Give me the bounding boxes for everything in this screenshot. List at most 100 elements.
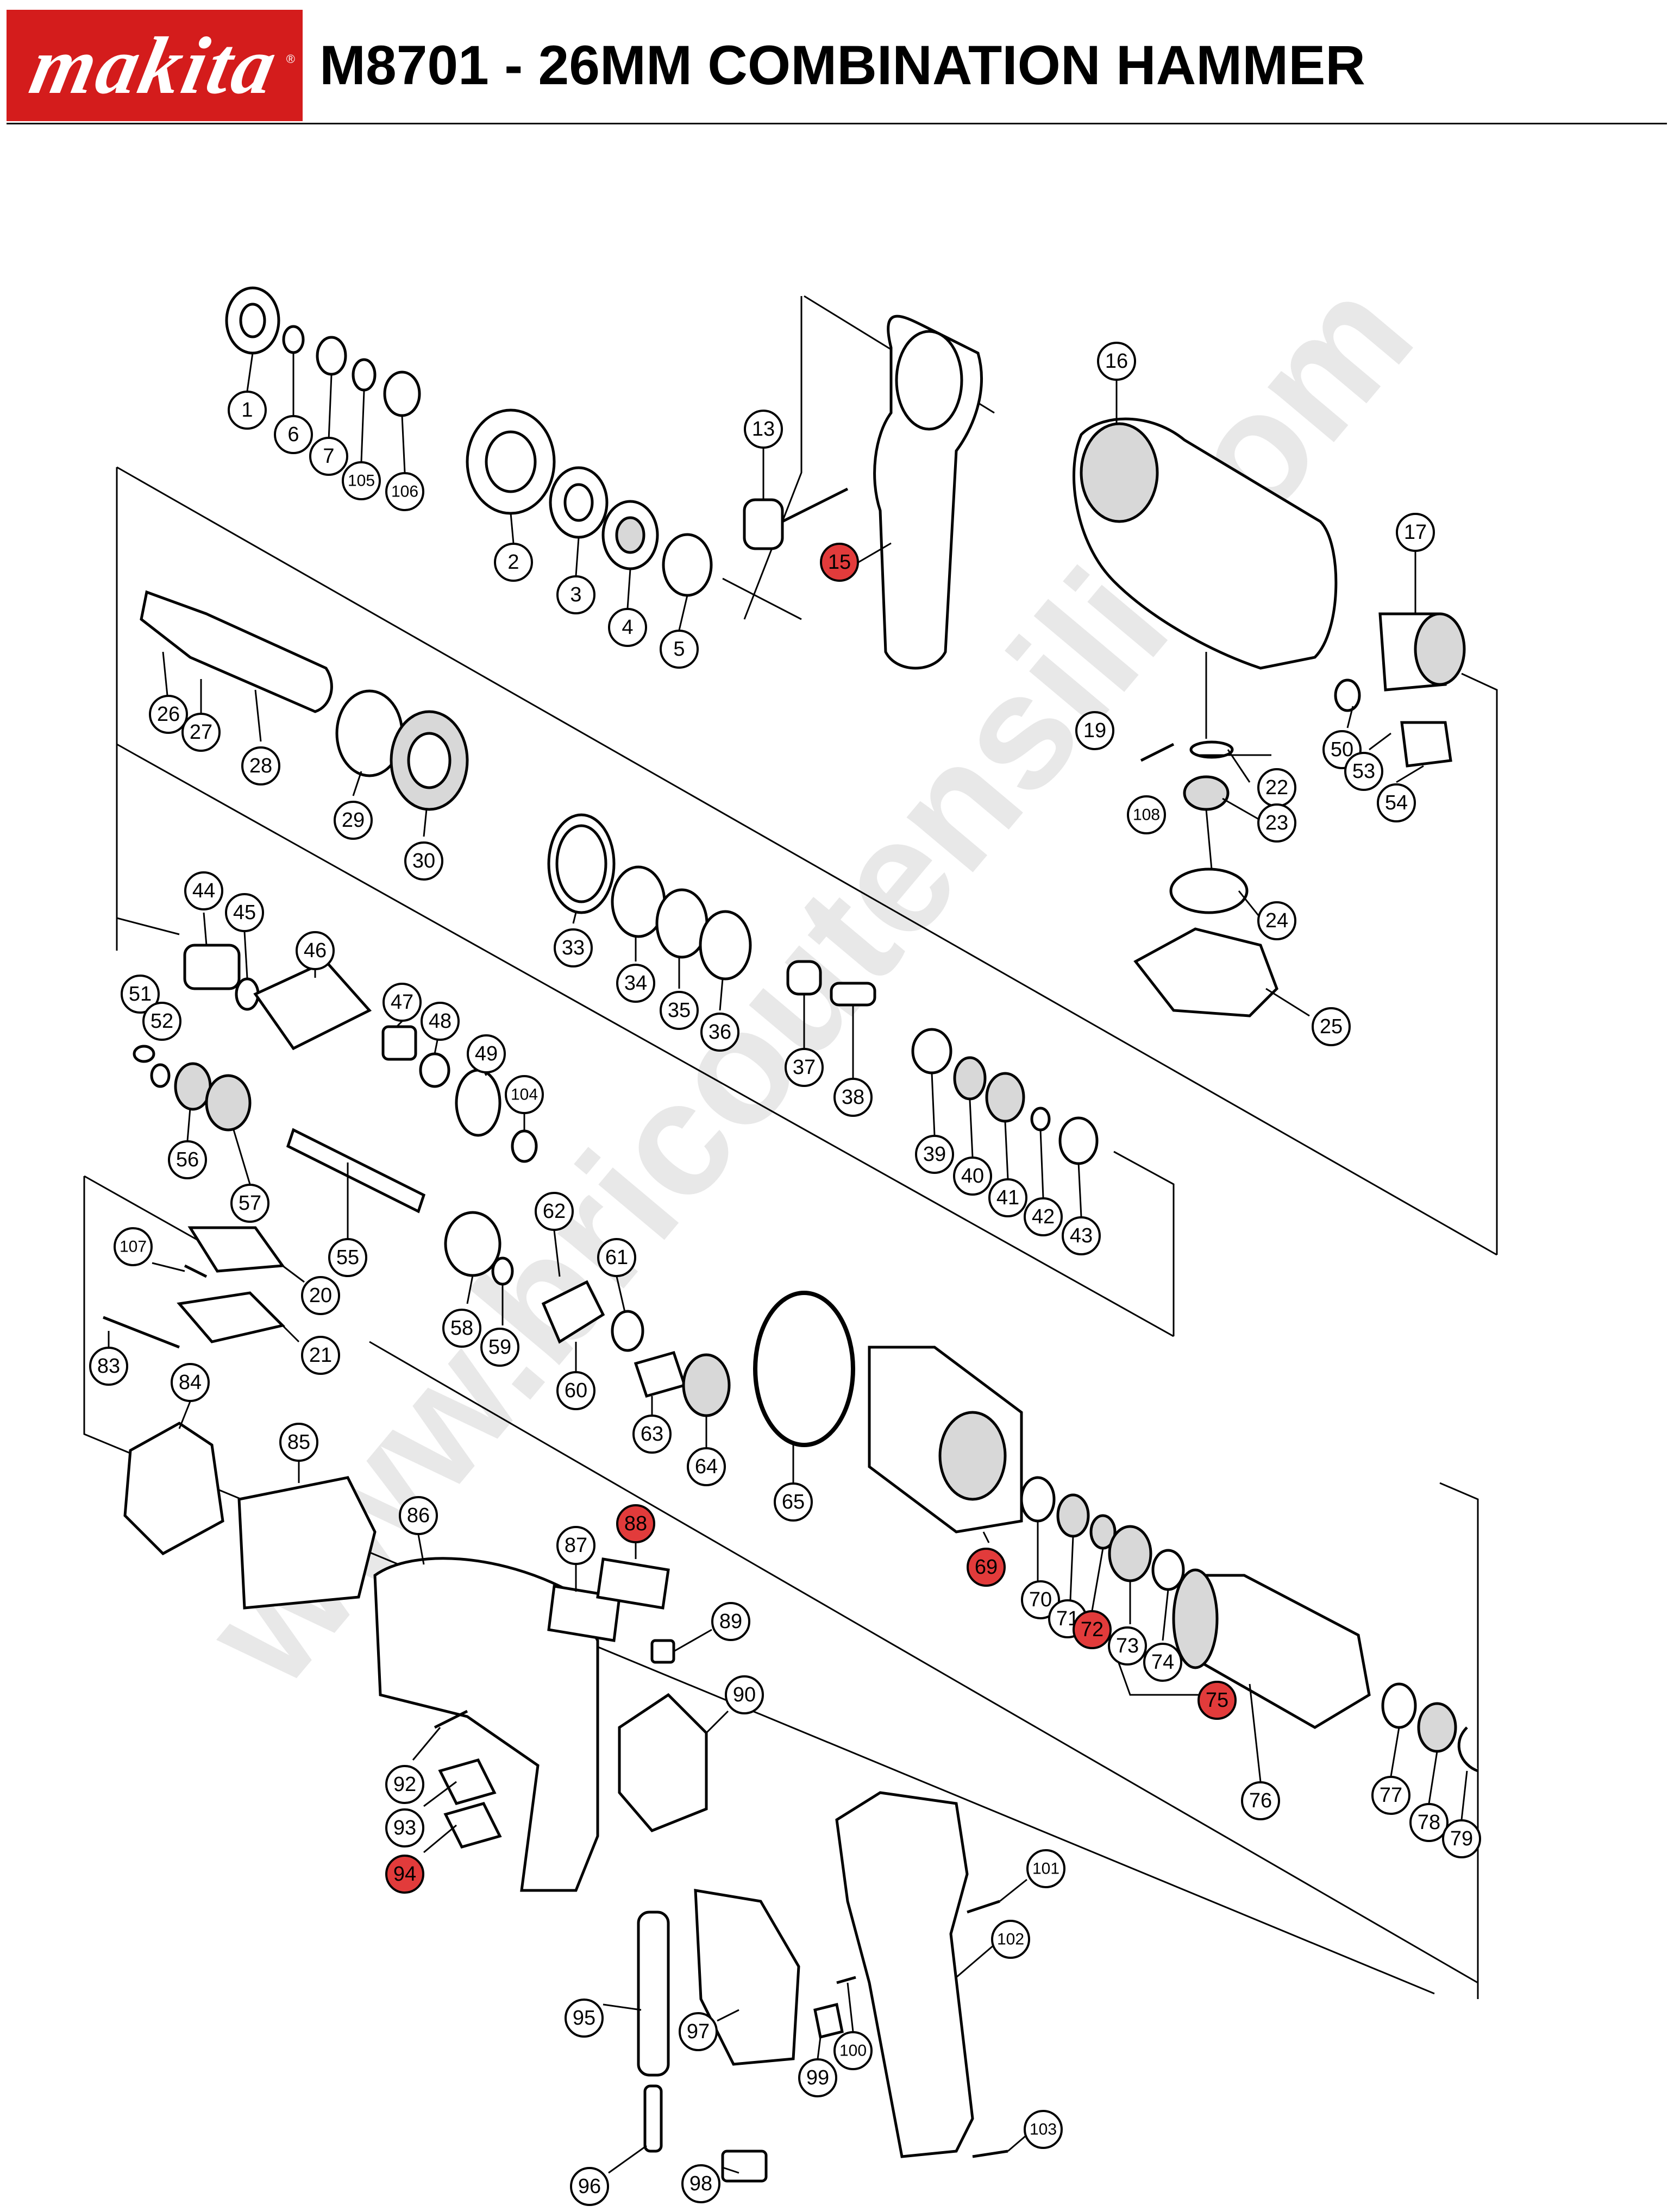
svg-text:52: 52 bbox=[151, 1010, 173, 1033]
callout-27: 27 bbox=[181, 713, 221, 752]
callout-93: 93 bbox=[385, 1808, 424, 1847]
svg-text:83: 83 bbox=[97, 1355, 120, 1378]
svg-text:24: 24 bbox=[1265, 909, 1288, 932]
svg-text:108: 108 bbox=[1133, 806, 1160, 824]
callout-48: 48 bbox=[421, 1002, 460, 1041]
svg-text:99: 99 bbox=[806, 2066, 829, 2089]
svg-text:75: 75 bbox=[1206, 1689, 1228, 1712]
svg-text:103: 103 bbox=[1030, 2121, 1057, 2139]
svg-text:25: 25 bbox=[1320, 1015, 1343, 1038]
svg-text:44: 44 bbox=[192, 879, 215, 902]
callout-72: 72 bbox=[1073, 1610, 1112, 1649]
svg-text:57: 57 bbox=[239, 1192, 261, 1215]
part-19-shape bbox=[1140, 743, 1175, 762]
part-25-shape bbox=[1133, 927, 1278, 1017]
callout-107: 107 bbox=[114, 1227, 153, 1266]
callout-2: 2 bbox=[494, 543, 533, 582]
brand-logo: makita ® bbox=[7, 10, 303, 121]
svg-text:3: 3 bbox=[570, 583, 581, 606]
part-78-shape bbox=[1417, 1702, 1457, 1753]
part-79-shape bbox=[1457, 1726, 1478, 1773]
callout-3: 3 bbox=[556, 575, 595, 614]
callout-49: 49 bbox=[467, 1034, 506, 1073]
callout-98: 98 bbox=[681, 2164, 720, 2203]
callout-34: 34 bbox=[616, 964, 655, 1003]
part-40-shape bbox=[953, 1056, 987, 1101]
svg-text:13: 13 bbox=[752, 418, 775, 441]
callout-95: 95 bbox=[565, 1999, 604, 2038]
svg-text:72: 72 bbox=[1081, 1618, 1104, 1641]
svg-text:45: 45 bbox=[233, 901, 256, 924]
part-shapes bbox=[103, 286, 1478, 2183]
part-6-shape bbox=[282, 325, 305, 354]
svg-text:100: 100 bbox=[839, 2042, 867, 2060]
callout-84: 84 bbox=[171, 1363, 210, 1402]
part-60-shape bbox=[541, 1280, 605, 1344]
svg-text:73: 73 bbox=[1116, 1635, 1139, 1657]
part-83-shape bbox=[103, 1316, 180, 1349]
svg-text:90: 90 bbox=[733, 1683, 756, 1706]
svg-text:26: 26 bbox=[157, 703, 180, 726]
callout-15: 15 bbox=[820, 543, 859, 582]
svg-text:38: 38 bbox=[842, 1086, 864, 1109]
callout-60: 60 bbox=[556, 1371, 595, 1410]
svg-text:23: 23 bbox=[1265, 812, 1288, 834]
svg-text:29: 29 bbox=[342, 809, 365, 832]
part-77-shape bbox=[1381, 1682, 1417, 1729]
callout-77: 77 bbox=[1371, 1776, 1410, 1815]
callout-43: 43 bbox=[1062, 1216, 1101, 1255]
part-107-shape bbox=[184, 1264, 208, 1278]
part-94-shape bbox=[443, 1802, 502, 1849]
part-101-shape bbox=[967, 1900, 1000, 1914]
callout-61: 61 bbox=[597, 1238, 636, 1277]
callout-99: 99 bbox=[798, 2058, 837, 2097]
svg-text:104: 104 bbox=[511, 1086, 538, 1104]
callout-40: 40 bbox=[953, 1157, 992, 1196]
svg-text:105: 105 bbox=[348, 472, 375, 490]
callout-85: 85 bbox=[279, 1423, 318, 1462]
callout-102: 102 bbox=[991, 1920, 1030, 1959]
part-44-shape bbox=[183, 944, 241, 990]
svg-text:87: 87 bbox=[565, 1534, 587, 1557]
svg-text:58: 58 bbox=[450, 1317, 473, 1340]
part-95-shape bbox=[637, 1911, 670, 2077]
svg-text:62: 62 bbox=[543, 1200, 566, 1223]
callout-4: 4 bbox=[608, 608, 647, 647]
callout-101: 101 bbox=[1026, 1849, 1065, 1888]
part-88-shape bbox=[596, 1557, 670, 1610]
callout-106: 106 bbox=[385, 472, 424, 511]
part-93-shape bbox=[438, 1758, 497, 1805]
part-96-shape bbox=[643, 2084, 663, 2153]
svg-text:65: 65 bbox=[782, 1491, 805, 1513]
svg-text:27: 27 bbox=[190, 721, 212, 744]
part-38-shape bbox=[830, 982, 876, 1007]
callout-79: 79 bbox=[1442, 1819, 1481, 1858]
svg-text:20: 20 bbox=[309, 1284, 332, 1307]
part-55-shape bbox=[286, 1128, 426, 1214]
callout-41: 41 bbox=[988, 1178, 1027, 1217]
callout-108: 108 bbox=[1127, 795, 1166, 834]
part-20-shape bbox=[187, 1226, 285, 1273]
svg-text:34: 34 bbox=[624, 972, 647, 995]
svg-text:51: 51 bbox=[129, 983, 152, 1006]
part-21-shape bbox=[177, 1291, 285, 1343]
part-92-shape bbox=[434, 1710, 468, 1729]
callout-89: 89 bbox=[711, 1602, 750, 1641]
part-41-shape bbox=[985, 1072, 1025, 1123]
callouts: 1 6 7 105 106 2 3 4 5 13 15 16 17 26 27 … bbox=[89, 342, 1481, 2206]
svg-text:50: 50 bbox=[1331, 738, 1353, 761]
svg-text:97: 97 bbox=[687, 2020, 710, 2043]
part-57-shape bbox=[205, 1074, 252, 1132]
callout-52: 52 bbox=[142, 1002, 181, 1041]
svg-text:39: 39 bbox=[923, 1143, 946, 1166]
svg-text:17: 17 bbox=[1404, 521, 1427, 544]
callout-28: 28 bbox=[241, 746, 280, 785]
part-103-shape bbox=[972, 2150, 1008, 2158]
callout-39: 39 bbox=[915, 1135, 954, 1174]
svg-text:84: 84 bbox=[179, 1371, 202, 1394]
part-23-shape bbox=[1183, 775, 1230, 811]
part-71-shape bbox=[1056, 1493, 1090, 1538]
page-header: makita ® M8701 - 26MM COMBINATION HAMMER bbox=[0, 0, 1674, 125]
callout-92: 92 bbox=[385, 1765, 424, 1804]
